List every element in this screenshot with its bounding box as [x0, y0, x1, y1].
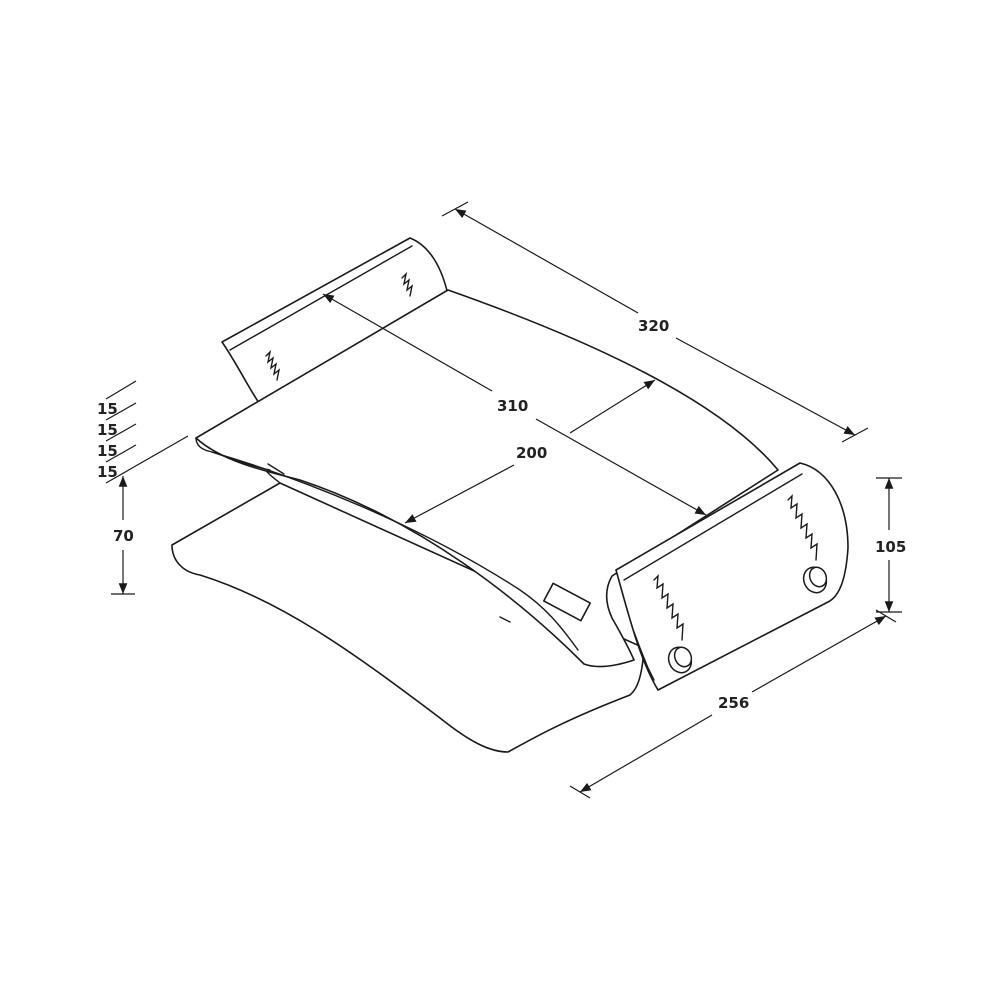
- dimension-256: 256: [569, 609, 897, 799]
- front-panel-notches-left: [653, 574, 684, 641]
- dimension-105-label: 105: [875, 538, 906, 556]
- front-side-panel: [615, 462, 849, 691]
- top-shelf: [195, 289, 779, 668]
- dimension-70: 70: [111, 476, 135, 595]
- dimension-256-label: 256: [718, 694, 749, 712]
- front-panel-notches-right: [787, 494, 818, 561]
- label-tag: [542, 582, 592, 622]
- step-dimension-3: 15: [97, 442, 118, 460]
- back-panel-notches-right: [401, 271, 414, 297]
- dimension-200-label: 200: [516, 444, 547, 462]
- adjustment-knob-left: [667, 646, 693, 674]
- dimension-320: 320: [441, 201, 869, 443]
- dimension-steps: 15 15 15 15: [97, 380, 189, 484]
- back-panel-notches-left: [265, 349, 281, 381]
- dimension-200: 200: [404, 379, 656, 524]
- dimension-320-label: 320: [638, 317, 669, 335]
- dimension-310: 310: [322, 293, 707, 516]
- step-dimension-2: 15: [97, 421, 118, 439]
- step-dimension-4: 15: [97, 463, 118, 481]
- step-dimension-1: 15: [97, 400, 118, 418]
- adjustment-knob-right: [802, 566, 828, 594]
- base-plate: [171, 461, 645, 753]
- dimension-105: 105: [875, 477, 906, 613]
- dimension-310-label: 310: [497, 397, 528, 415]
- dimension-70-label: 70: [113, 527, 134, 545]
